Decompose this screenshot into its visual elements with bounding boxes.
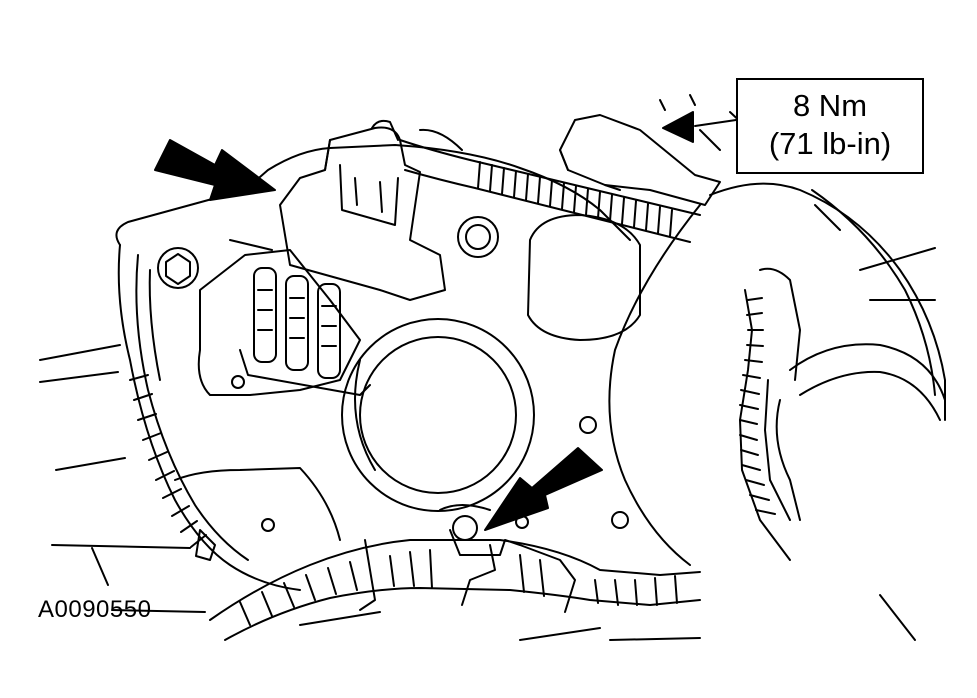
rotor-cover: [341, 318, 535, 512]
engine-bracket: [39, 94, 936, 641]
coolant-hose: [608, 182, 946, 566]
figure-id: A0090550: [38, 596, 152, 623]
callout-leader: [694, 119, 737, 127]
wiring-harness-right: [739, 267, 801, 561]
connector-plug: [229, 119, 446, 396]
terminal-boot: [559, 114, 721, 206]
arrow-connector: [154, 139, 276, 201]
wiring-harness-upper: [399, 128, 701, 243]
pulley-housing: [457, 214, 641, 434]
arrow-terminal: [662, 111, 694, 143]
wiring-harness-lower: [209, 504, 701, 641]
torque-callout: 8 Nm (71 lb-in): [736, 78, 924, 174]
arrow-ground-bolt: [484, 447, 603, 531]
torque-imperial: (71 lb-in): [768, 126, 892, 161]
alternator-housing: [115, 144, 631, 591]
pointer-arrows: [154, 111, 694, 531]
torque-metric: 8 Nm: [792, 88, 868, 123]
